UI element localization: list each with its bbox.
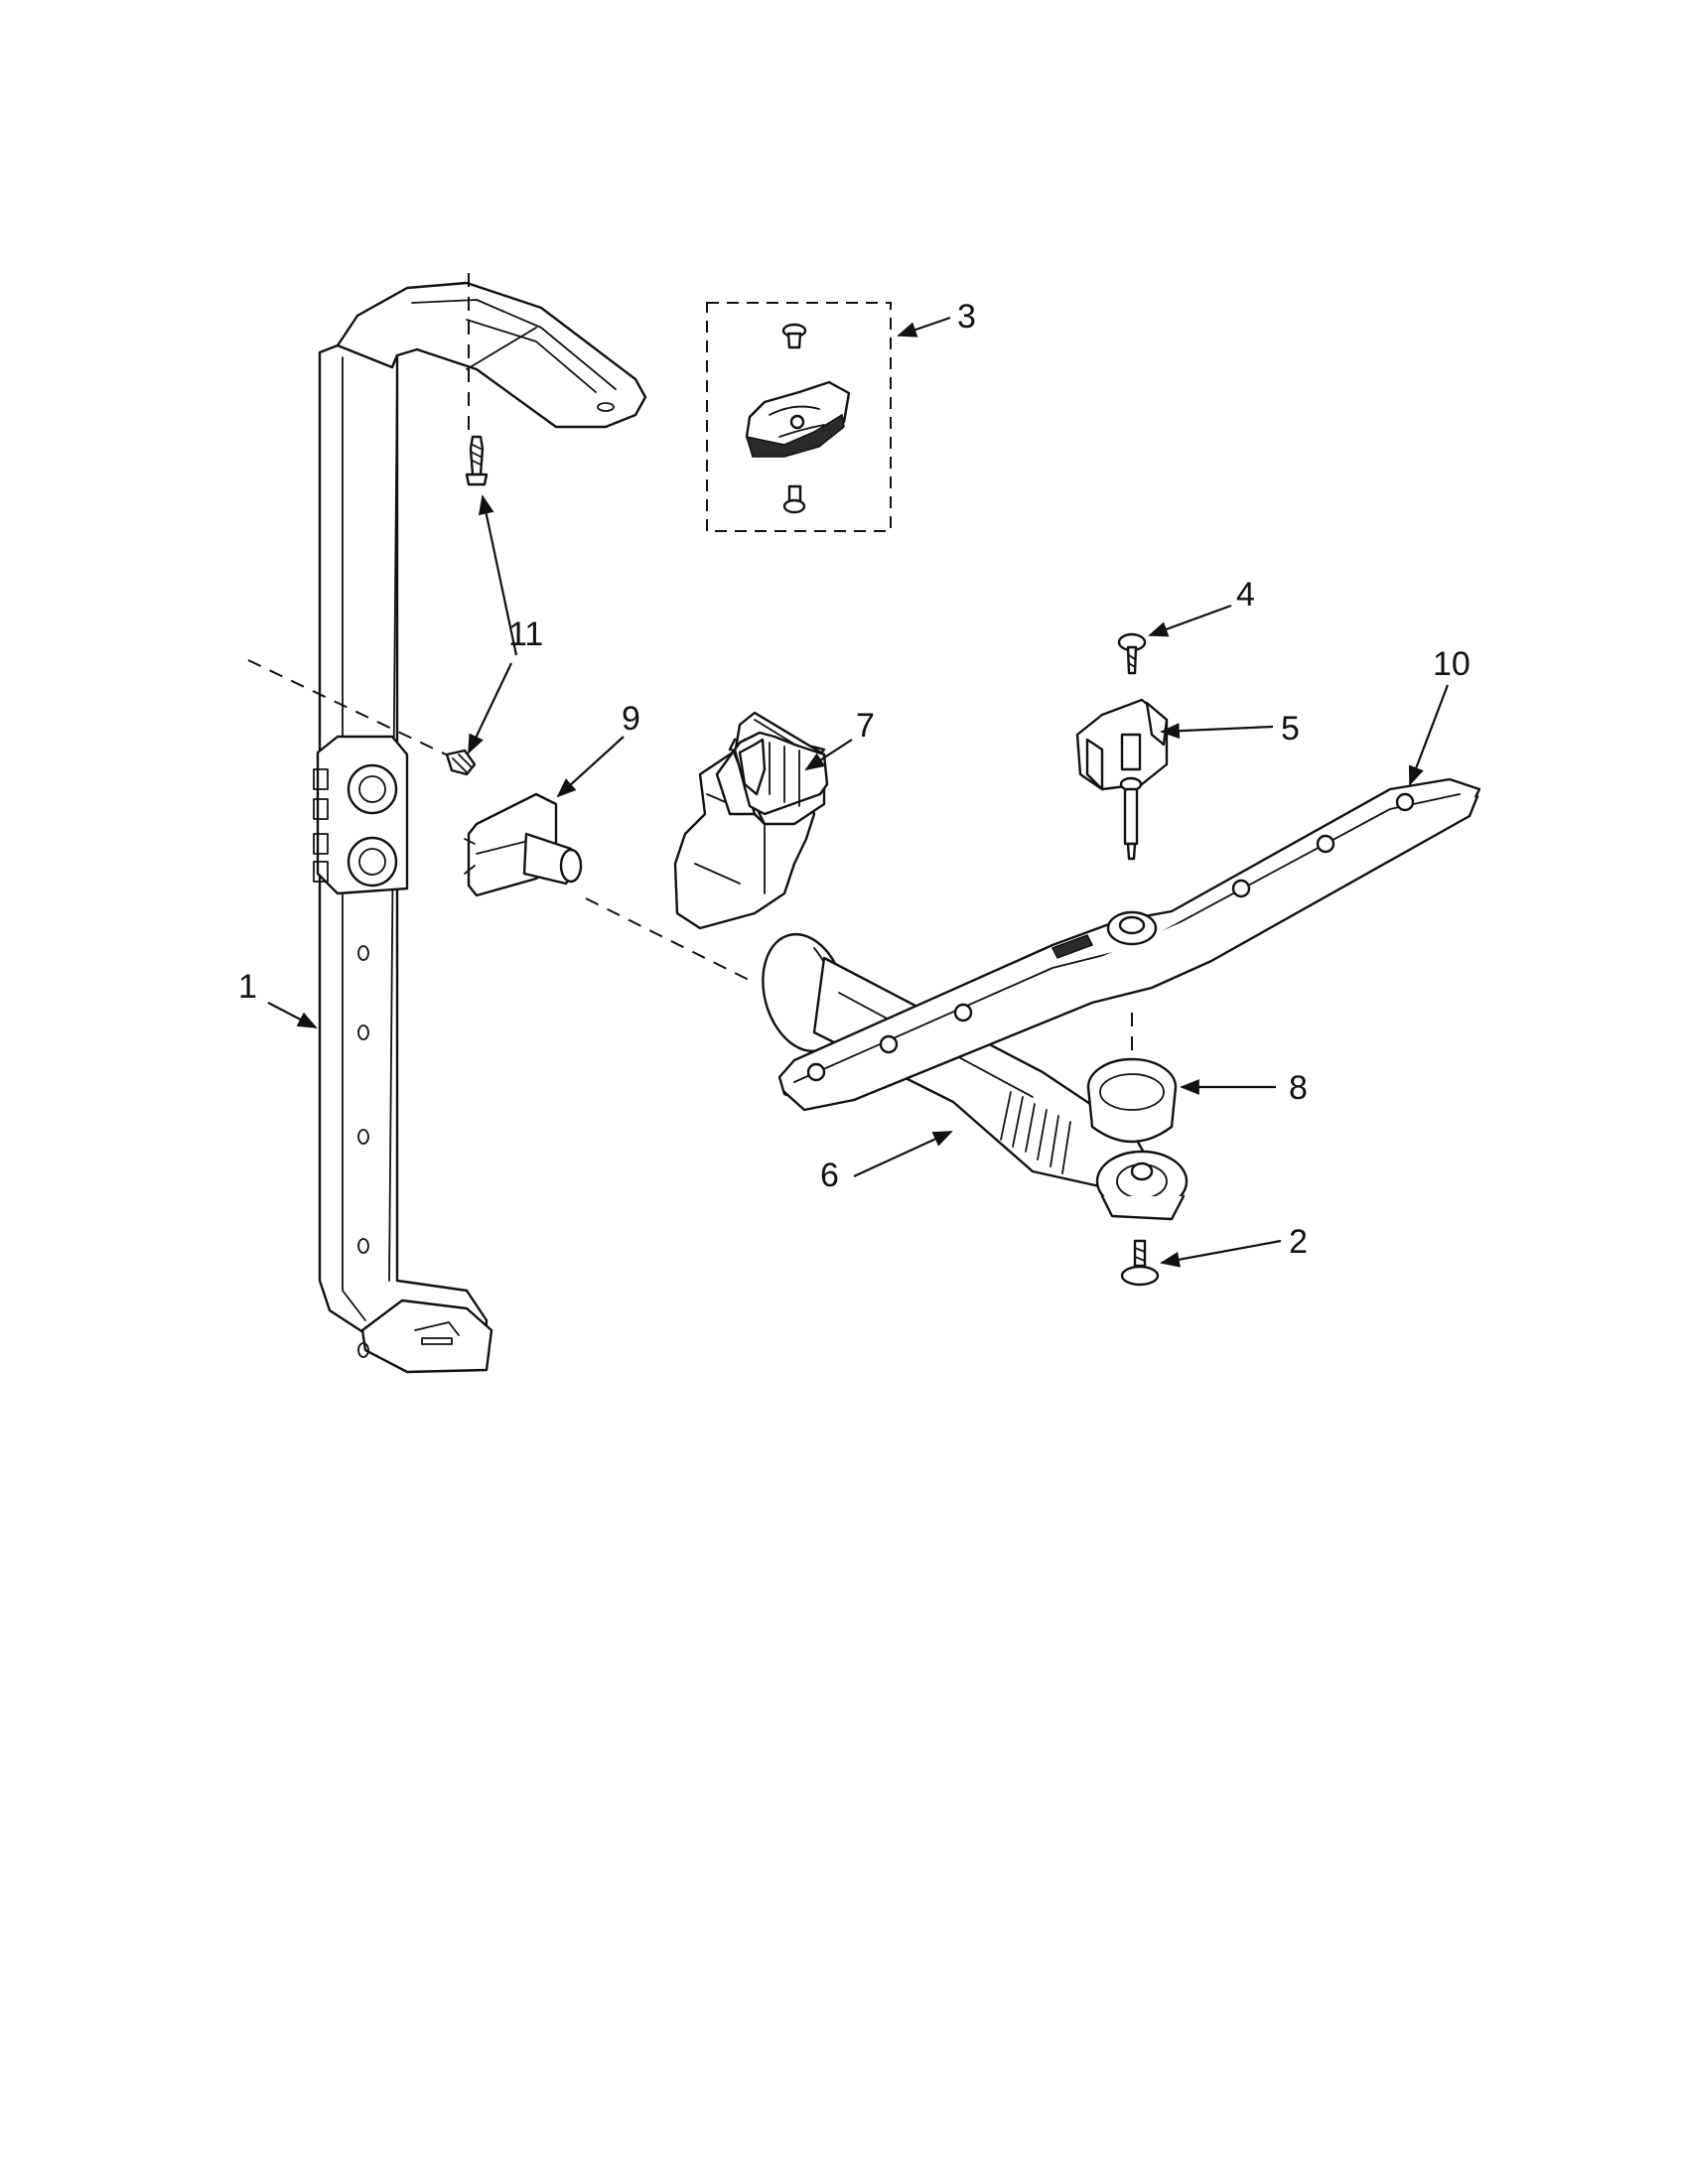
screw-part: [465, 435, 489, 486]
screw-part: [1117, 632, 1147, 675]
assembly-axis-line: [247, 659, 468, 765]
callout-3: 3: [957, 298, 976, 336]
callout-2: 2: [1289, 1223, 1308, 1261]
callout-1: 1: [238, 968, 257, 1006]
supply-tube-part: [313, 281, 647, 1374]
screw-part: [1120, 1239, 1160, 1287]
bracket-valve-part: [464, 792, 583, 897]
kit-box-part: [706, 302, 892, 532]
callout-6: 6: [820, 1157, 839, 1194]
screw-part: [445, 749, 477, 776]
callout-9: 9: [622, 700, 640, 738]
seal-ring-part: [1086, 1057, 1178, 1144]
callout-4: 4: [1236, 576, 1255, 614]
callout-11: 11: [508, 615, 543, 653]
callout-5: 5: [1281, 710, 1300, 748]
callout-10: 10: [1433, 645, 1471, 683]
spray-arm-part: [777, 777, 1481, 1112]
callout-8: 8: [1289, 1069, 1308, 1107]
assembly-axis-line: [585, 897, 756, 984]
mount-bracket-part: [1075, 698, 1169, 861]
rack-clip-part: [733, 731, 829, 816]
callout-7: 7: [856, 707, 875, 745]
leader-lines: [267, 316, 1450, 1268]
